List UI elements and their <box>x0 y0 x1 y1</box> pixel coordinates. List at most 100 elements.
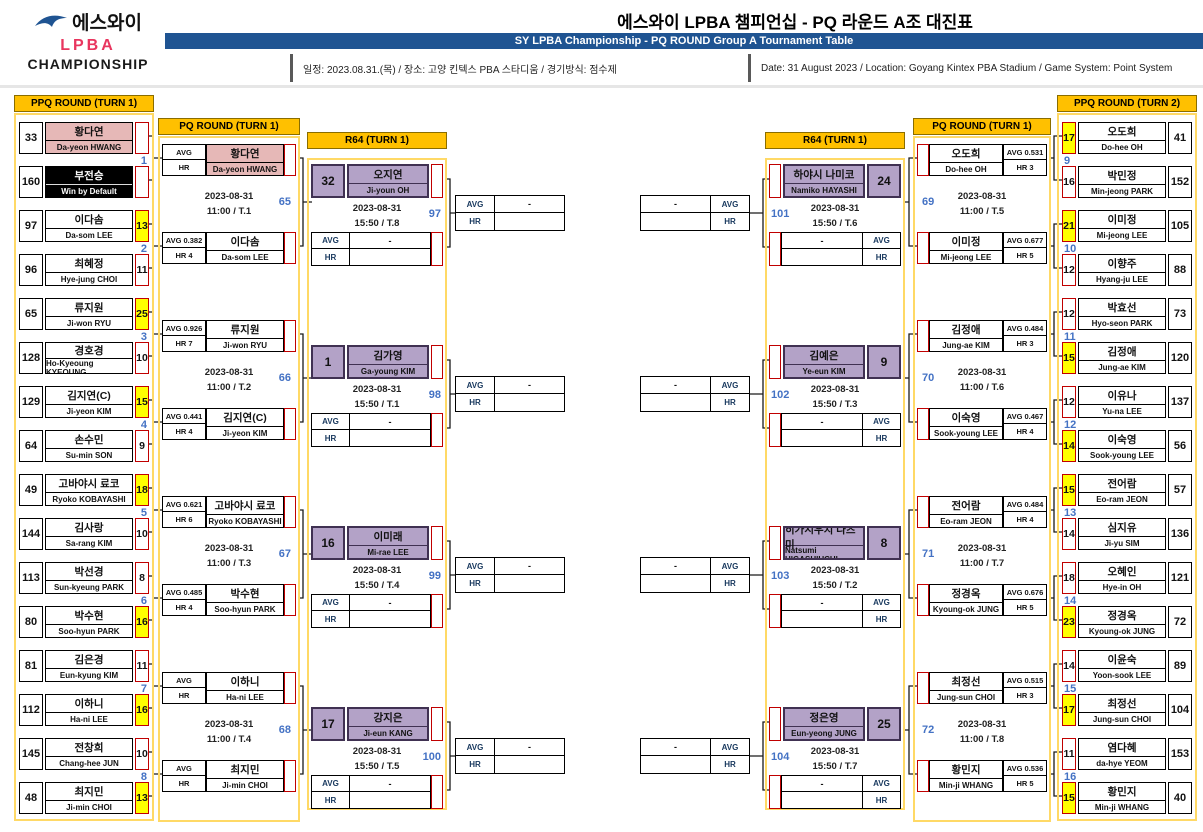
player-name: 최혜정 Hye-jung CHOI <box>45 254 133 286</box>
player-rank: 144 <box>19 518 43 550</box>
player-rank: 65 <box>19 298 43 330</box>
player-hr: HR 3 <box>1003 335 1047 352</box>
player-rank: 56 <box>1168 430 1192 462</box>
player-name-en: Hyang-ju LEE <box>1095 274 1148 284</box>
player-name-kr: 이미래 <box>349 528 427 546</box>
avg-row: AVG - <box>781 775 901 793</box>
player-rank: 89 <box>1168 650 1192 682</box>
player-avg: AVG 0.485 <box>162 584 206 601</box>
player-avg: AVG 0.441 <box>162 408 206 425</box>
player-name-en: Min-jeong PARK <box>1090 186 1154 196</box>
player-score: 18 <box>1062 562 1076 594</box>
match-number: 12 <box>1064 419 1077 431</box>
player-stats: AVG 0.926 HR 7 <box>162 320 206 352</box>
player-name: 김정애 Jung-ae KIM <box>929 320 1003 352</box>
score-placeholder <box>917 232 929 264</box>
hr-label: HR <box>862 611 900 627</box>
player-score: 10 <box>135 518 149 550</box>
r64-match: 하야시 나미코 Namiko HAYASHI 24 2023-08-31 15:… <box>769 164 901 266</box>
player-row: 80 박수현 Soo-hyun PARK 16 <box>19 606 149 638</box>
player-name: 염다혜 da-hye YEOM <box>1078 738 1166 770</box>
player-rank: 48 <box>19 782 43 814</box>
player-name-kr: 이향주 <box>1079 255 1165 273</box>
avg-row: AVG - <box>311 775 431 793</box>
logo-text-lpba: LPBA <box>60 37 116 54</box>
player-rank: 96 <box>19 254 43 286</box>
hr-row: HR <box>640 755 750 774</box>
player-name: 손수민 Su-min SON <box>45 430 133 462</box>
player-name-kr: 류지원 <box>207 321 283 339</box>
hr-value <box>350 430 430 446</box>
player-score <box>135 122 149 154</box>
player-name-en: Sun-kyeung PARK <box>53 582 125 592</box>
player-row: 11 염다혜 da-hye YEOM 153 <box>1062 738 1192 770</box>
player-row: 33 황다연 Da-yeon HWANG <box>19 122 149 154</box>
player-rank: 121 <box>1168 562 1192 594</box>
player-row: 14 심지유 Ji-yu SIM 136 <box>1062 518 1192 550</box>
player-name-kr: 오도희 <box>1079 123 1165 141</box>
player-name-kr: 전어람 <box>1079 475 1165 493</box>
player-row: 49 고바야시 료코 Ryoko KOBAYASHI 18 <box>19 474 149 506</box>
hr-row: HR <box>640 212 750 231</box>
player-name: 오혜인 Hye-in OH <box>1078 562 1166 594</box>
avg-label: AVG <box>312 233 350 249</box>
match-time-table: 11:00 / T.8 <box>959 734 1005 745</box>
hr-label: HR <box>710 213 749 230</box>
player-name-en: Ga-young KIM <box>360 366 416 376</box>
player-score: 8 <box>135 562 149 594</box>
player-name-kr: 류지원 <box>46 299 132 317</box>
match-time-table: 15:50 / T.1 <box>354 399 400 410</box>
seeded-player-row: 히가시우치 나츠미 Natsumi HIGASHIUCHI 8 <box>769 526 901 560</box>
hr-value <box>641 394 710 411</box>
pq-match: 오도희 Do-hee OH AVG 0.531 HR 3 2023-08-31 … <box>917 144 1047 264</box>
player-row: 81 김은경 Eun-kyung KIM 11 <box>19 650 149 682</box>
ppq-match: 15 전어람 Eo-ram JEON 57 13 14 심지유 Ji-yu SI… <box>1062 474 1192 550</box>
avg-value: - <box>820 416 824 427</box>
avg-value: - <box>820 778 824 789</box>
match-number: 98 <box>428 389 441 401</box>
player-score: 15 <box>1062 342 1076 374</box>
player-name-kr: 경호경 <box>46 343 132 359</box>
seeded-player-row: 정은영 Eun-yeong JUNG 25 <box>769 707 901 741</box>
player-row: 23 정경옥 Kyoung-ok JUNG 72 <box>1062 606 1192 638</box>
player-row: 15 황민지 Min-ji WHANG 40 <box>1062 782 1192 814</box>
match-number: 7 <box>140 683 147 695</box>
player-row: 18 오혜인 Hye-in OH 121 <box>1062 562 1192 594</box>
logo-text-kr: 에스와이 <box>72 13 142 34</box>
player-name-kr: 염다혜 <box>1079 739 1165 757</box>
player-rank: 73 <box>1168 298 1192 330</box>
pq-match: AVG HR 이하니 Ha-ni LEE 2023-08-31 11:00 / … <box>162 672 296 792</box>
player-name-kr: 심지유 <box>1079 519 1165 537</box>
player-rank: 40 <box>1168 782 1192 814</box>
match-schedule: 2023-08-31 11:00 / T.2 <box>162 358 296 402</box>
score-placeholder <box>284 232 296 264</box>
player-name-en: Da-yeon HWANG <box>212 164 278 174</box>
score-placeholder <box>284 496 296 528</box>
ppq-match: 17 오도희 Do-hee OH 41 9 16 박민정 Min-jeong P… <box>1062 122 1192 198</box>
player-name: 이유나 Yu-na LEE <box>1078 386 1166 418</box>
score-placeholder <box>917 408 929 440</box>
player-score: 11 <box>135 254 149 286</box>
ppq-match: 33 황다연 Da-yeon HWANG 1 160 부전승 Win by De… <box>19 122 149 198</box>
avg-row: AVG - <box>640 557 750 576</box>
avg-label: AVG <box>456 377 495 394</box>
avg-label: AVG <box>456 196 495 213</box>
pq-match: AVG 0.926 HR 7 류지원 Ji-won RYU 2023-08-31… <box>162 320 296 440</box>
player-name-en: Mi-jeong LEE <box>940 252 992 262</box>
match-time-table: 15:50 / T.2 <box>812 580 858 591</box>
player-row: 129 김지연(C) Ji-yeon KIM 15 <box>19 386 149 418</box>
player-name-kr: 이숙영 <box>930 409 1002 427</box>
score-placeholder <box>769 164 781 198</box>
player-name-en: Min-ji WHANG <box>1094 802 1150 812</box>
player-name-en: Ji-min CHOI <box>222 780 268 790</box>
ppq-match: 65 류지원 Ji-won RYU 25 3 128 경호경 Ho-Kyeoun… <box>19 298 149 374</box>
match-time-table: 15:50 / T.6 <box>812 218 858 229</box>
ppq-round-turn2-header: PPQ ROUND (TURN 2) <box>1057 95 1197 112</box>
player-name-kr: 김가영 <box>349 347 427 365</box>
match-number: 1 <box>140 155 147 167</box>
player-name: 김은경 Eun-kyung KIM <box>45 650 133 682</box>
seed-number: 17 <box>311 707 345 741</box>
player-name-kr: 박수현 <box>46 607 132 625</box>
event-info-english: Date: 31 August 2023 / Location: Goyang … <box>748 54 1172 82</box>
player-row: 12 이유나 Yu-na LEE 137 <box>1062 386 1192 418</box>
